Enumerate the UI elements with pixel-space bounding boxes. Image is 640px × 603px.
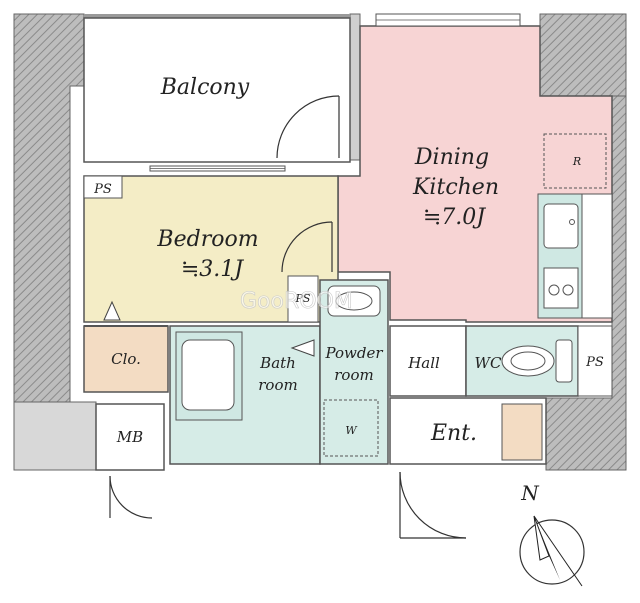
bedroom-door-arc (281, 221, 333, 273)
entrance-area: Ent. (389, 397, 547, 539)
dining-kitchen-area-label: ≒7.0J (423, 205, 486, 230)
balcony-door-arc (276, 95, 340, 159)
washbasin (327, 285, 381, 317)
mb-door-arc (109, 475, 153, 519)
compass-north-label: N (520, 481, 540, 505)
compass-icon: N (519, 481, 585, 587)
bath-label-2: room (258, 376, 297, 394)
dining-kitchen-label-2: Kitchen (412, 175, 499, 200)
toilet (501, 345, 555, 377)
wc-label: WC (475, 354, 502, 372)
hall-area: Hall (389, 325, 467, 397)
bath-area: Bath room (169, 325, 321, 465)
watermark-text: GooROOM (240, 289, 353, 314)
balcony-label: Balcony (160, 75, 250, 100)
balcony-area: Balcony (83, 17, 351, 172)
hall-label: Hall (407, 354, 440, 372)
ps-mid-label: PS (295, 292, 311, 305)
ps-right-label: PS (585, 355, 604, 370)
washer-label: W (345, 424, 358, 437)
bedroom-label: Bedroom (156, 227, 258, 252)
bedroom-area-label: ≒3.1J (181, 257, 244, 282)
ps-mid: PS (287, 275, 319, 323)
entrance-door-arc (399, 471, 467, 539)
wc-area: WC (465, 325, 579, 397)
kitchen-sink (543, 203, 579, 249)
fridge-label: R (572, 155, 581, 168)
mb-area: MB (95, 403, 165, 519)
bathtub (181, 339, 235, 411)
powder-label-1: Powder (324, 344, 383, 362)
washer-space (323, 399, 379, 457)
ps-top-label: PS (93, 182, 112, 197)
fridge-space (543, 133, 607, 189)
entrance-label: Ent. (430, 421, 477, 446)
powder-room-area: Powder room W (319, 279, 389, 465)
powder-label-2: room (334, 366, 373, 384)
closet-area: Clo. (83, 325, 169, 393)
dining-kitchen-label-1: Dining (414, 145, 489, 170)
mb-label: MB (116, 428, 143, 446)
ps-right: PS (577, 325, 613, 397)
closet-label: Clo. (111, 350, 141, 368)
bath-label-1: Bath (259, 354, 296, 372)
